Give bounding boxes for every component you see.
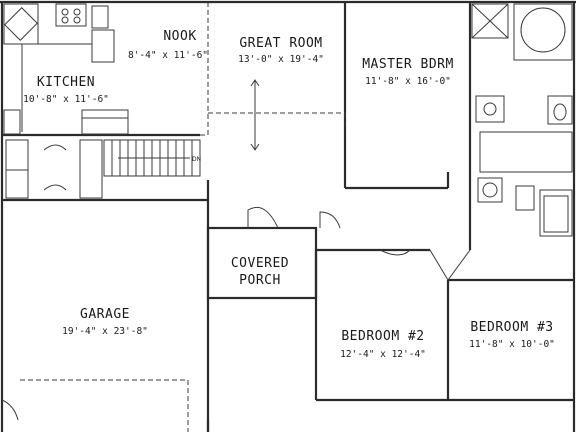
bath-fixtures (471, 3, 573, 237)
kitchen-fixtures (3, 3, 129, 135)
great-room-name: GREAT ROOM (239, 36, 322, 51)
bedroom-3-dims: 11'-8" x 10'-0" (469, 339, 555, 350)
room-labels: NOOK 8'-4" x 11'-6" GREAT ROOM 13'-0" x … (23, 29, 555, 360)
bedroom-3-name: BEDROOM #3 (470, 320, 553, 335)
nook-dims: 8'-4" x 11'-6" (128, 50, 208, 61)
master-bedroom-dims: 11'-8" x 16'-0" (365, 76, 451, 87)
garage-name: GARAGE (80, 307, 130, 322)
stair-down-label: DN (192, 156, 201, 163)
covered-porch-name-line1: COVERED (231, 256, 289, 271)
mudroom-fixtures (5, 139, 103, 199)
kitchen-name: KITCHEN (37, 75, 95, 90)
garage-dims: 19'-4" x 23'-8" (62, 326, 148, 337)
great-room-span-arrow (250, 79, 260, 151)
bedroom-2-dims: 12'-4" x 12'-4" (340, 349, 426, 360)
stair: DN (103, 139, 201, 177)
kitchen-dims: 10'-8" x 11'-6" (23, 94, 109, 105)
master-bedroom-name: MASTER BDRM (362, 57, 454, 72)
nook-name: NOOK (163, 29, 196, 44)
great-room-dims: 13'-0" x 19'-4" (238, 54, 324, 65)
dashed-divisions (20, 2, 346, 432)
doors (1, 206, 471, 421)
covered-porch-name-line2: PORCH (239, 273, 281, 288)
bedroom-2-name: BEDROOM #2 (341, 329, 424, 344)
